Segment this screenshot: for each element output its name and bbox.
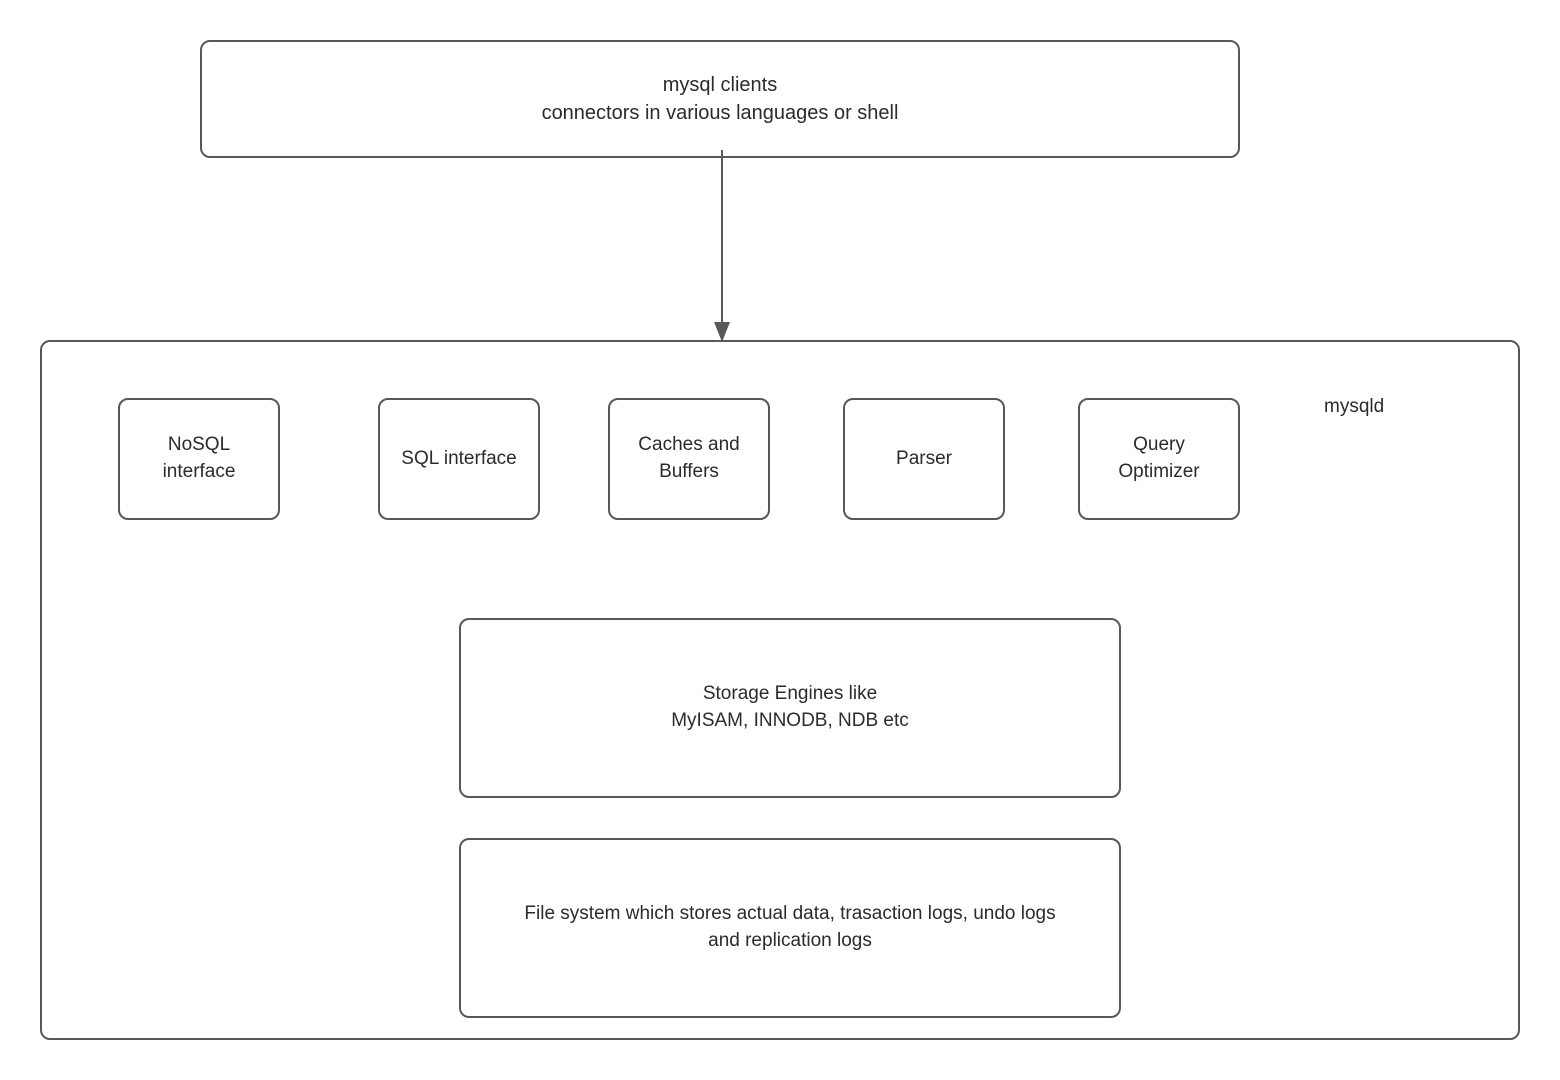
component-label: Caches and Buffers (638, 434, 740, 482)
component-caches-and-buffers[interactable]: Caches and Buffers (608, 398, 770, 520)
storage-engines-label: Storage Engines like MyISAM, INNODB, NDB… (671, 683, 909, 731)
component-nosql-interface[interactable]: NoSQL interface (118, 398, 280, 520)
file-system-box[interactable]: File system which stores actual data, tr… (459, 838, 1121, 1018)
component-query-optimizer[interactable]: Query Optimizer (1078, 398, 1240, 520)
mysqld-label: mysqld (1324, 396, 1385, 417)
component-label: Query Optimizer (1118, 434, 1200, 482)
component-parser[interactable]: Parser (843, 398, 1005, 520)
mysql-clients-box[interactable]: mysql clients connectors in various lang… (200, 40, 1240, 158)
mysql-clients-label: mysql clients connectors in various lang… (541, 73, 899, 124)
component-sql-interface[interactable]: SQL interface (378, 398, 540, 520)
component-label: NoSQL interface (162, 434, 236, 482)
storage-engines-box[interactable]: Storage Engines like MyISAM, INNODB, NDB… (459, 618, 1121, 798)
component-label: SQL interface (401, 447, 517, 469)
file-system-label: File system which stores actual data, tr… (524, 903, 1056, 951)
component-label: Parser (896, 447, 952, 469)
clients-to-mysqld-arrow (714, 150, 730, 342)
